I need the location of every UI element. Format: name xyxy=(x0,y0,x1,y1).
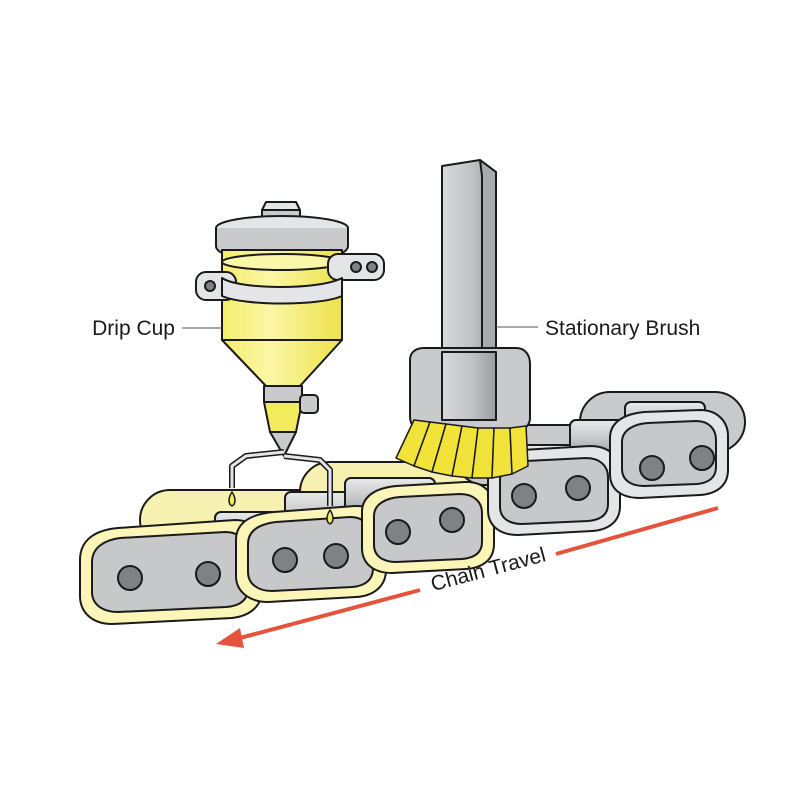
chain-front-plates-oiled xyxy=(79,480,495,625)
chain-front-plates-dry xyxy=(487,409,729,536)
drip-cup-oiler-icon xyxy=(195,201,385,525)
drip-cup-label: Drip Cup xyxy=(92,317,175,340)
stationary-brush-icon xyxy=(395,159,531,479)
brush-bristles xyxy=(395,419,529,479)
stationary-brush-label: Stationary Brush xyxy=(545,317,700,340)
travel-direction-arrow-icon xyxy=(216,506,719,648)
